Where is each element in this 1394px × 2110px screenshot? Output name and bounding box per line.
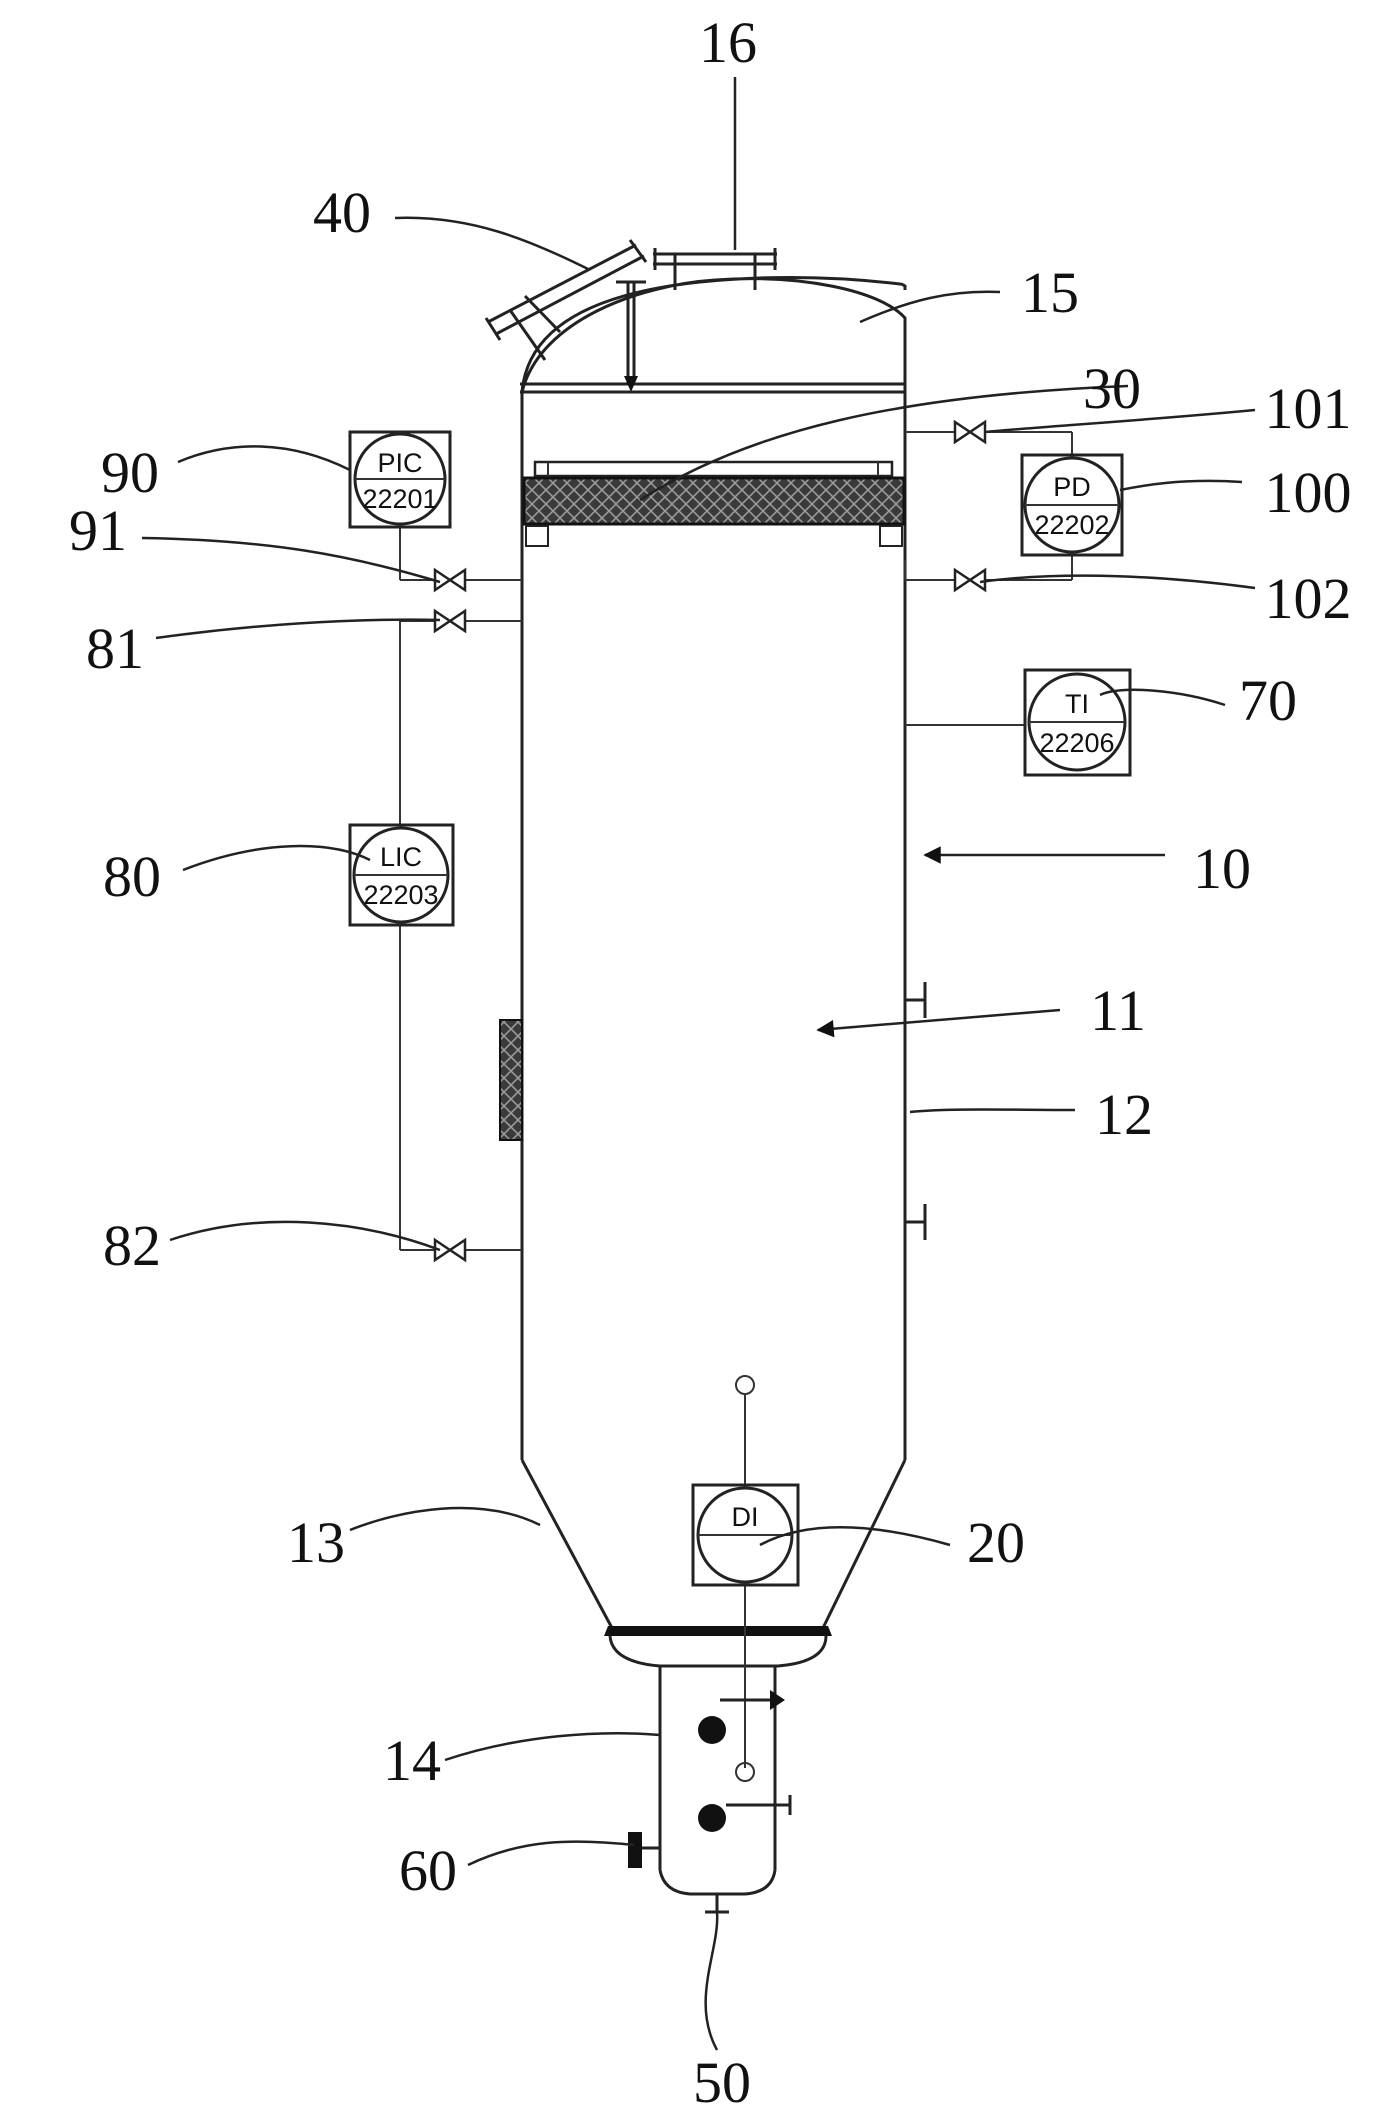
valve-102[interactable]	[955, 570, 985, 590]
label-82: 82	[103, 1213, 161, 1278]
label-12: 12	[1095, 1082, 1153, 1147]
label-40: 40	[313, 180, 371, 245]
pd-tag: PD	[1053, 472, 1091, 502]
label-101: 101	[1265, 376, 1352, 441]
label-91: 91	[69, 498, 127, 563]
label-30: 30	[1083, 356, 1141, 421]
reference-labels: 16 40 15 30 101 90 100 91 102 81 70 80 1…	[69, 10, 1352, 2110]
sight-glass	[500, 1020, 522, 1140]
label-81: 81	[86, 616, 144, 681]
label-16: 16	[699, 10, 757, 75]
di-tag: DI	[732, 1502, 759, 1532]
label-80: 80	[103, 844, 161, 909]
label-50: 50	[693, 2050, 751, 2110]
pd-number: 22202	[1034, 510, 1109, 540]
ti-number: 22206	[1039, 728, 1114, 758]
lic-tag: LIC	[380, 842, 422, 872]
label-13: 13	[287, 1510, 345, 1575]
label-102: 102	[1265, 566, 1352, 631]
pd-instrument[interactable]: PD 22202	[1022, 455, 1122, 555]
label-90: 90	[101, 440, 159, 505]
label-11: 11	[1090, 978, 1146, 1043]
label-70: 70	[1239, 668, 1297, 733]
valve-101[interactable]	[955, 422, 985, 442]
ti-tag: TI	[1065, 689, 1089, 719]
label-14: 14	[383, 1728, 441, 1793]
top-nozzle	[653, 248, 777, 290]
valve-91[interactable]	[435, 570, 465, 590]
pic-tag: PIC	[377, 448, 422, 478]
pic-instrument[interactable]: PIC 22201	[350, 432, 450, 527]
label-100: 100	[1265, 460, 1352, 525]
label-20: 20	[967, 1510, 1025, 1575]
pic-number: 22201	[362, 484, 437, 514]
boot-fittings	[628, 1690, 790, 1868]
lic-instrument[interactable]: LIC 22203	[350, 825, 453, 925]
lic-number: 22203	[363, 880, 438, 910]
ti-instrument[interactable]: TI 22206	[1025, 670, 1130, 775]
label-10: 10	[1193, 836, 1251, 901]
label-15: 15	[1021, 260, 1079, 325]
label-60: 60	[399, 1838, 457, 1903]
demister-pad	[524, 462, 904, 546]
